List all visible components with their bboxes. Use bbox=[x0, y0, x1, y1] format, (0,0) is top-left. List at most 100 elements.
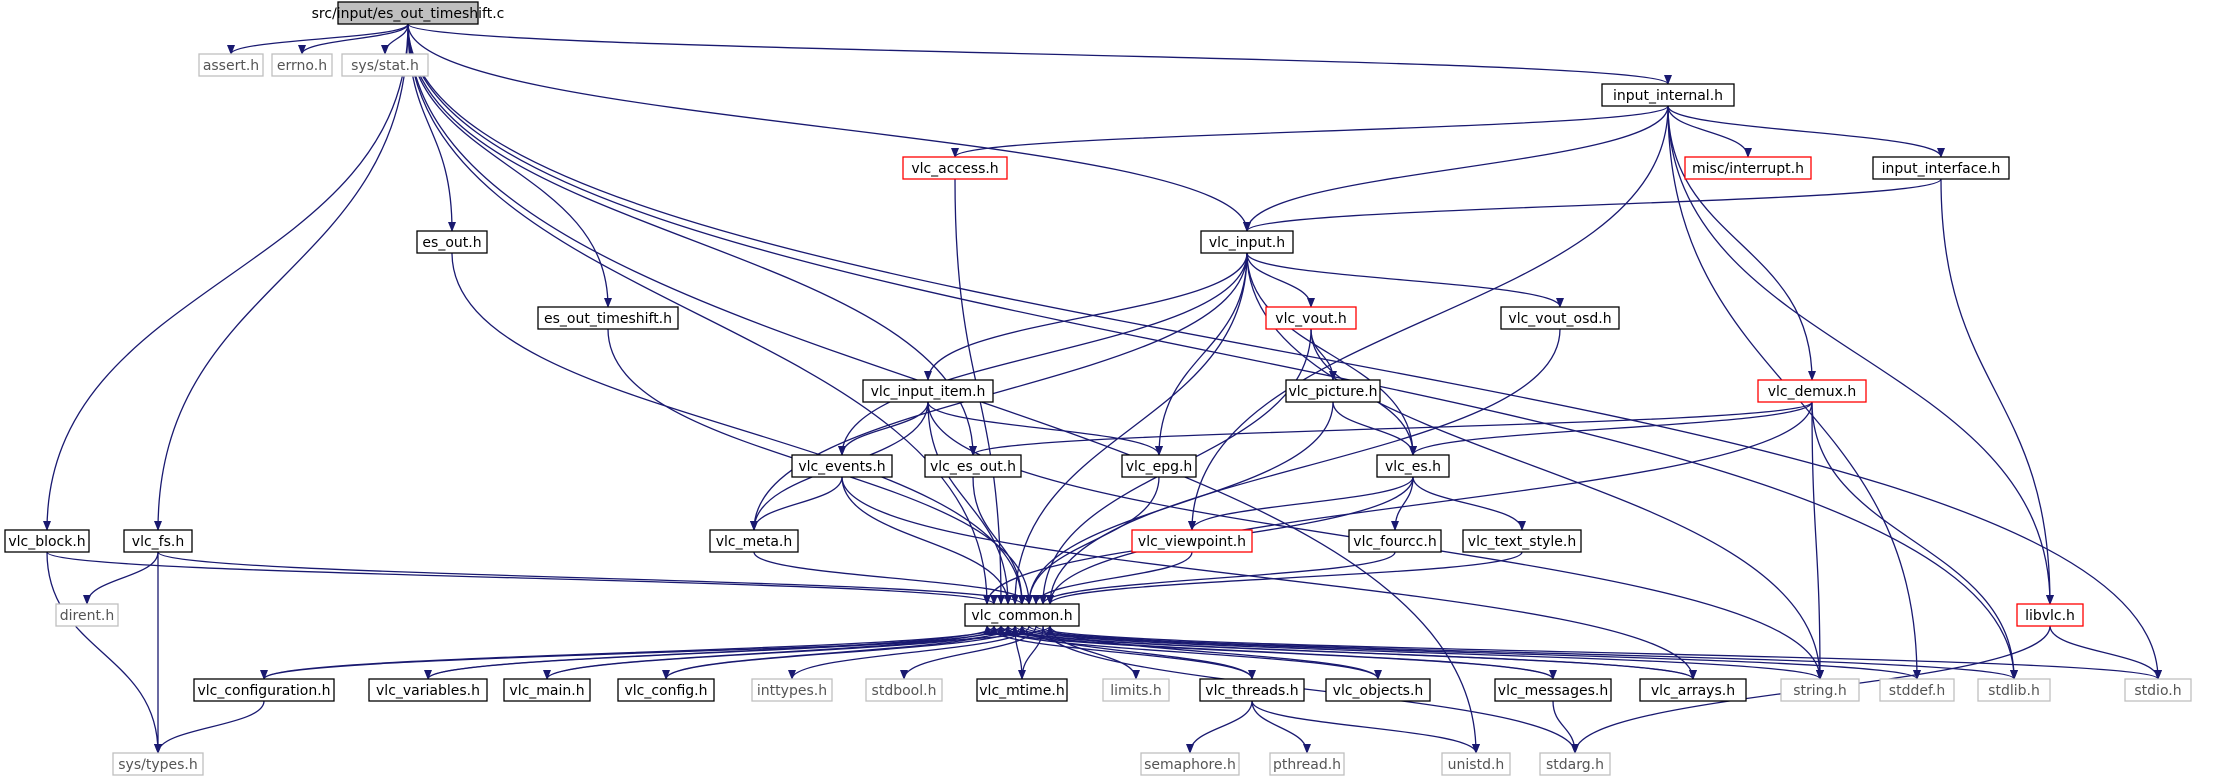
node-vlc-demux[interactable]: vlc_demux.h bbox=[1757, 379, 1867, 403]
node-vlc-fourcc[interactable]: vlc_fourcc.h bbox=[1348, 529, 1442, 553]
edge-input_internal-to-vlc_viewpoint bbox=[1188, 105, 1669, 531]
node-box bbox=[1441, 752, 1511, 776]
node-vlc-es-out[interactable]: vlc_es_out.h bbox=[924, 454, 1022, 478]
node-label: limits.h bbox=[1110, 683, 1161, 699]
node-vlc-input-item[interactable]: vlc_input_item.h bbox=[862, 379, 994, 403]
node-vlc-picture[interactable]: vlc_picture.h bbox=[1285, 379, 1381, 403]
node-label: pthread.h bbox=[1273, 757, 1341, 773]
node-box bbox=[1780, 678, 1860, 702]
edge-vlc_es_out-to-vlc_common bbox=[972, 476, 1026, 605]
node-box bbox=[865, 678, 943, 702]
node-box bbox=[1121, 454, 1197, 478]
node-vlc-common[interactable]: vlc_common.h bbox=[964, 603, 1080, 627]
node-label: vlc_block.h bbox=[8, 534, 85, 550]
node-label: vlc_access.h bbox=[911, 161, 998, 177]
node-label: vlc_viewpoint.h bbox=[1138, 534, 1246, 550]
edge-root-to-vlc_fs bbox=[154, 23, 409, 531]
node-label: unistd.h bbox=[1448, 757, 1505, 773]
node-box bbox=[751, 678, 833, 702]
node-box bbox=[617, 678, 715, 702]
node-vlc-variables[interactable]: vlc_variables.h bbox=[368, 678, 488, 702]
edge-vlc_common-to-inttypes bbox=[788, 625, 1030, 680]
node-vlc-main[interactable]: vlc_main.h bbox=[503, 678, 591, 702]
node-libvlc[interactable]: libvlc.h bbox=[2016, 603, 2084, 627]
node-vlc-vout[interactable]: vlc_vout.h bbox=[1265, 306, 1357, 330]
node-string: string.h bbox=[1780, 678, 1860, 702]
node-es-out[interactable]: es_out.h bbox=[416, 230, 488, 254]
node-box bbox=[337, 1, 479, 25]
edge-vlc_text_style-to-vlc_common bbox=[1046, 551, 1523, 605]
node-label: vlc_fourcc.h bbox=[1353, 534, 1436, 550]
edge-vlc_config-to-vlc_common bbox=[665, 625, 1012, 680]
edge-input_internal-to-input_interface bbox=[1667, 105, 1945, 158]
edge-vlc_common-to-stddef bbox=[1021, 625, 1921, 680]
node-vlc-text-style[interactable]: vlc_text_style.h bbox=[1462, 529, 1582, 553]
node-stdbool: stdbool.h bbox=[865, 678, 943, 702]
node-label: vlc_arrays.h bbox=[1651, 683, 1735, 699]
node-vlc-meta[interactable]: vlc_meta.h bbox=[709, 529, 799, 553]
edge-vlc_es-to-vlc_viewpoint bbox=[1188, 476, 1414, 531]
node-box bbox=[193, 678, 335, 702]
edge-vlc_input_item-to-vlc_events bbox=[838, 401, 929, 456]
node-box bbox=[55, 603, 119, 627]
node-vlc-objects[interactable]: vlc_objects.h bbox=[1325, 678, 1431, 702]
node-input-internal[interactable]: input_internal.h bbox=[1601, 83, 1735, 107]
edge-vlc_demux-to-vlc_es_out bbox=[969, 401, 1813, 456]
node-vlc-es[interactable]: vlc_es.h bbox=[1376, 454, 1450, 478]
node-vlc-messages[interactable]: vlc_messages.h bbox=[1494, 678, 1612, 702]
node-errno: errno.h bbox=[271, 53, 333, 77]
edge-vlc_arrays-to-vlc_common bbox=[997, 625, 1694, 680]
node-label: stdbool.h bbox=[872, 683, 937, 699]
node-label: stdlib.h bbox=[1988, 683, 2040, 699]
node-stdio: stdio.h bbox=[2124, 678, 2192, 702]
node-box bbox=[1348, 529, 1442, 553]
edge-vlc_common-to-stdlib bbox=[1028, 625, 2018, 680]
node-box bbox=[1500, 306, 1620, 330]
node-vlc-events[interactable]: vlc_events.h bbox=[791, 454, 893, 478]
node-label: stddef.h bbox=[1889, 683, 1945, 699]
node-box bbox=[1376, 454, 1450, 478]
node-box bbox=[4, 529, 90, 553]
edge-vlc_variables-to-vlc_common bbox=[427, 625, 998, 680]
node-label: vlc_common.h bbox=[971, 608, 1072, 624]
node-vlc-input[interactable]: vlc_input.h bbox=[1200, 230, 1294, 254]
node-vlc-viewpoint[interactable]: vlc_viewpoint.h bbox=[1131, 529, 1253, 553]
node-vlc-vout-osd[interactable]: vlc_vout_osd.h bbox=[1500, 306, 1620, 330]
edge-vlc_input-to-vlc_vout bbox=[1246, 252, 1315, 308]
node-vlc-access[interactable]: vlc_access.h bbox=[902, 156, 1008, 180]
node-unistd: unistd.h bbox=[1441, 752, 1511, 776]
node-stdlib: stdlib.h bbox=[1977, 678, 2051, 702]
node-box bbox=[2016, 603, 2084, 627]
edge-vlc_fourcc-to-vlc_common bbox=[1039, 551, 1396, 605]
node-es-out-timeshift[interactable]: es_out_timeshift.h bbox=[537, 306, 679, 330]
node-root[interactable]: src/input/es_out_timeshift.c bbox=[312, 1, 505, 25]
node-label: input_internal.h bbox=[1613, 88, 1723, 104]
node-vlc-threads[interactable]: vlc_threads.h bbox=[1199, 678, 1305, 702]
edge-input_interface-to-libvlc bbox=[1940, 178, 2054, 605]
edge-vlc_input-to-vlc_es bbox=[1246, 252, 1417, 456]
node-label: vlc_epg.h bbox=[1126, 459, 1193, 475]
node-vlc-epg[interactable]: vlc_epg.h bbox=[1121, 454, 1197, 478]
node-vlc-configuration[interactable]: vlc_configuration.h bbox=[193, 678, 335, 702]
node-vlc-block[interactable]: vlc_block.h bbox=[4, 529, 90, 553]
node-vlc-config[interactable]: vlc_config.h bbox=[617, 678, 715, 702]
node-systypes: sys/types.h bbox=[112, 752, 204, 776]
node-misc-interrupt[interactable]: misc/interrupt.h bbox=[1684, 156, 1812, 180]
node-box bbox=[1285, 379, 1381, 403]
node-label: vlc_vout.h bbox=[1275, 311, 1346, 327]
node-input-interface[interactable]: input_interface.h bbox=[1872, 156, 2010, 180]
edge-vlc_input-to-vlc_vout_osd bbox=[1246, 252, 1564, 308]
node-vlc-mtime[interactable]: vlc_mtime.h bbox=[976, 678, 1068, 702]
edge-vlc_demux-to-vlc_es bbox=[1409, 401, 1813, 456]
node-dirent: dirent.h bbox=[55, 603, 119, 627]
node-vlc-arrays[interactable]: vlc_arrays.h bbox=[1639, 678, 1747, 702]
node-label: semaphore.h bbox=[1144, 757, 1236, 773]
edge-vlc_events-to-vlc_common bbox=[841, 476, 1012, 605]
node-semaphore: semaphore.h bbox=[1140, 752, 1240, 776]
node-box bbox=[1977, 678, 2051, 702]
node-vlc-fs[interactable]: vlc_fs.h bbox=[123, 529, 193, 553]
edge-input_internal-to-misc_interrupt bbox=[1667, 105, 1752, 158]
node-label: es_out_timeshift.h bbox=[544, 311, 672, 327]
edge-root-to-stdlib bbox=[407, 23, 2018, 680]
node-label: vlc_demux.h bbox=[1768, 384, 1857, 400]
